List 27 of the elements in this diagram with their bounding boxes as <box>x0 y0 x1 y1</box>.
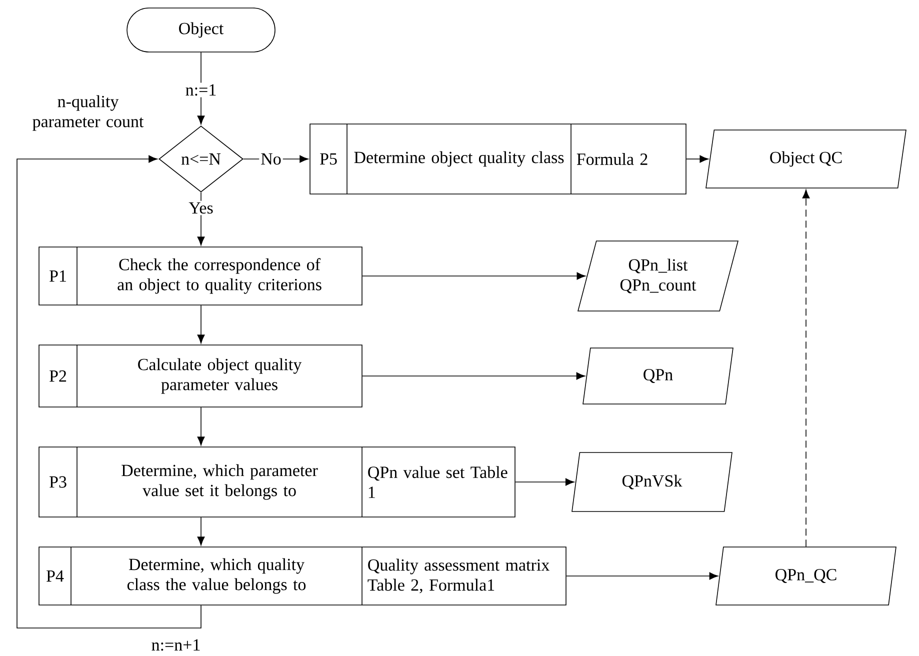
edge-label: No <box>259 152 283 166</box>
data-parallelogram: Object QC <box>706 130 906 188</box>
arrow <box>686 155 709 163</box>
data-parallelogram: QPn <box>582 348 734 404</box>
arrow <box>243 155 308 163</box>
arrow <box>197 52 205 124</box>
edge-label: n:=1 <box>184 82 218 98</box>
arrow <box>362 272 586 280</box>
arrow <box>197 407 205 446</box>
process-box: P3 Determine, which parameter value set it belongs to QPn value set Table 1 <box>38 446 516 518</box>
edge-label: n:=n+1 <box>150 638 202 652</box>
edge-label: Yes <box>187 200 215 216</box>
arrow <box>362 372 586 380</box>
data-parallelogram: QPn_QC <box>716 546 896 606</box>
process-box: P4 Determine, which quality class the value belongs to Quality assessment matrix Table 2, Formula1 <box>38 546 566 606</box>
arrow <box>197 305 205 344</box>
arrow <box>197 517 205 546</box>
process-box: P5 Determine object quality class Formula 2 <box>310 124 686 194</box>
process-box: P2 Calculate object quality parameter values <box>38 344 362 408</box>
arrow <box>802 190 810 547</box>
arrow <box>566 572 718 580</box>
data-parallelogram: QPnVSk <box>572 452 732 512</box>
arrow <box>16 155 202 628</box>
terminal-box: Object <box>126 8 276 52</box>
arrow <box>515 478 574 486</box>
process-box: P1 Check the correspondence of an object to quality criterions <box>38 246 362 306</box>
note-text: n-quality parameter count <box>32 95 144 131</box>
